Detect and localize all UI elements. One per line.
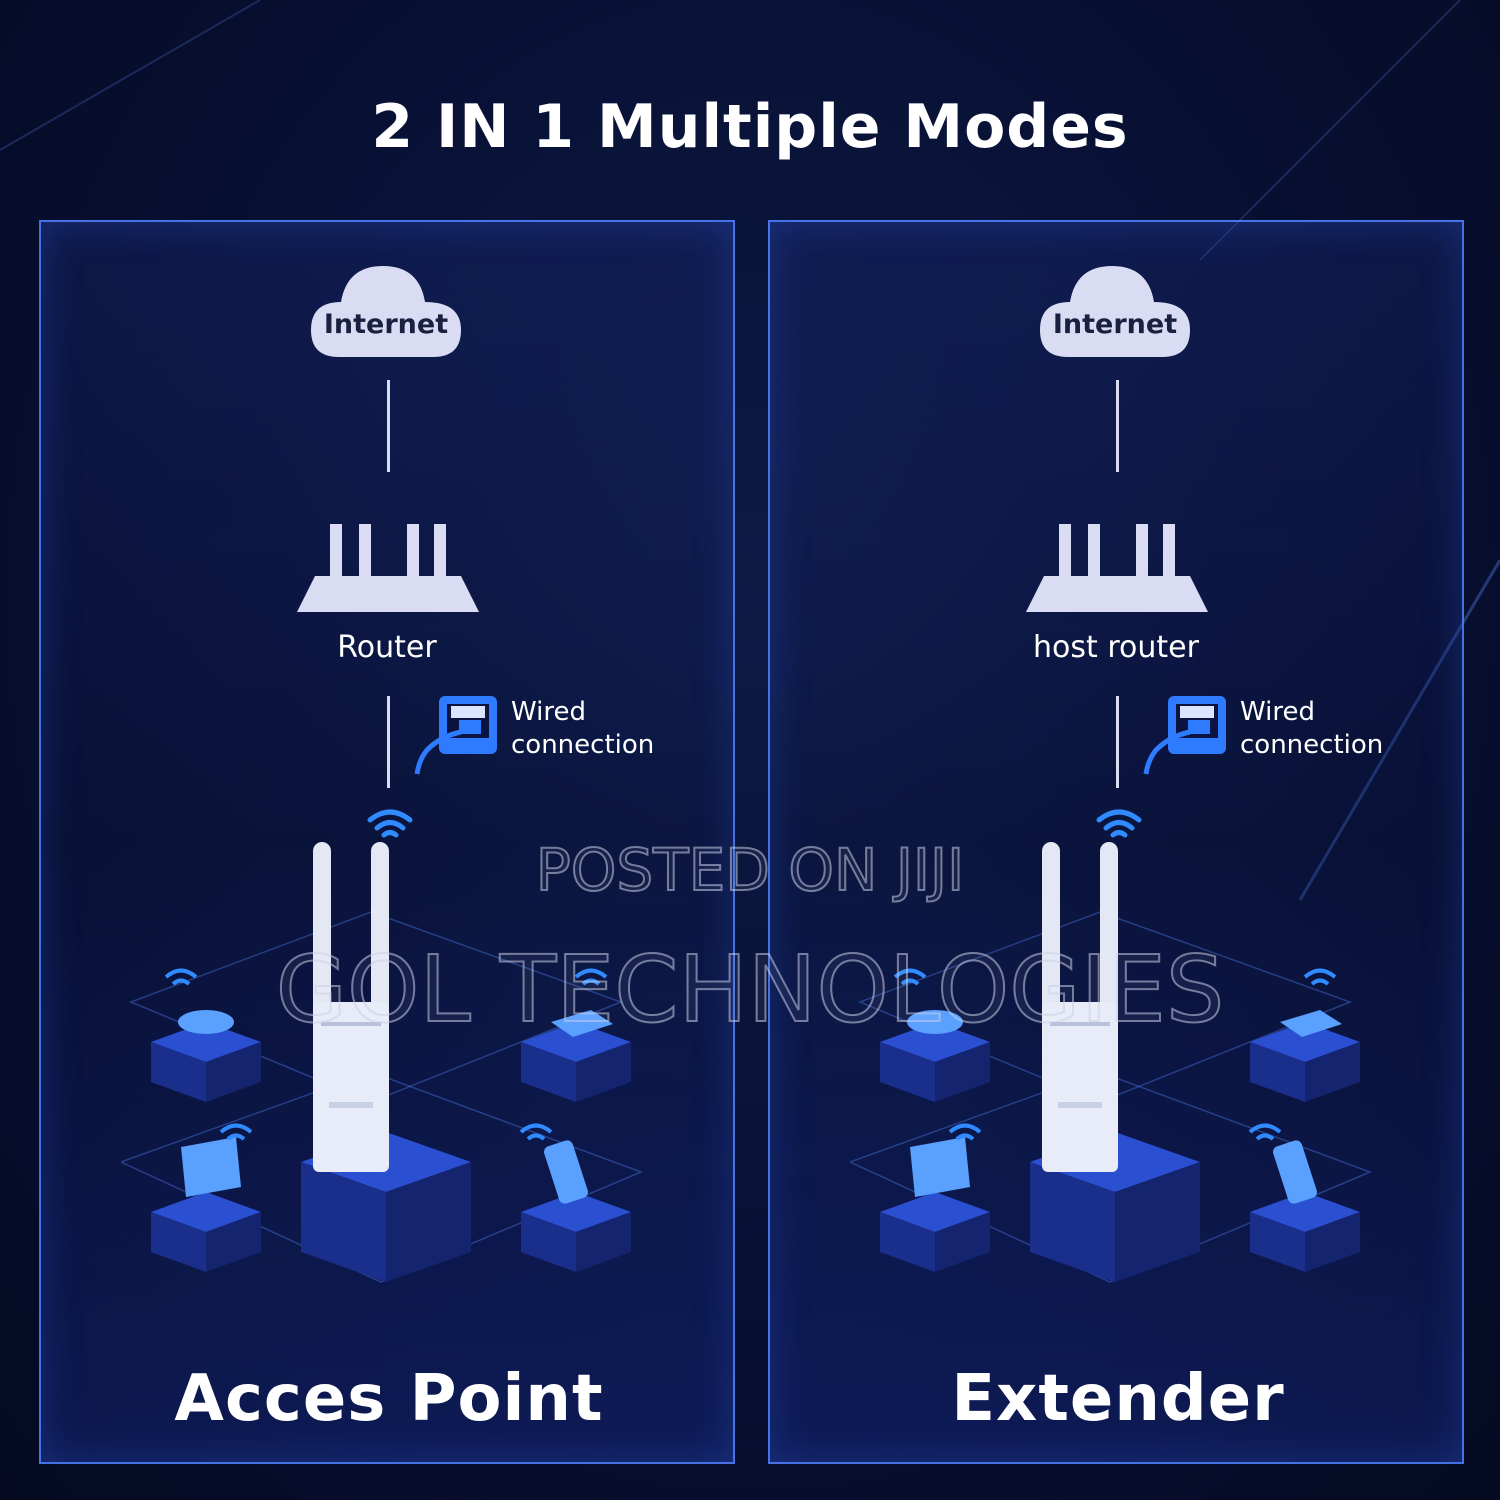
device-router-small	[1250, 968, 1360, 1102]
connector-line	[1116, 696, 1119, 788]
router-icon	[297, 524, 479, 612]
internet-label: Internet	[1052, 309, 1178, 340]
access-point-device	[313, 842, 389, 1172]
device-laptop	[151, 1123, 261, 1272]
cloud-icon	[1040, 266, 1190, 357]
panel-extender: Internet host router Wired connection	[768, 220, 1464, 1464]
wired-label-line2: connection	[511, 730, 655, 760]
device-camera	[880, 968, 990, 1102]
device-camera	[151, 968, 261, 1102]
device-router-small	[521, 968, 631, 1102]
network-scene	[121, 842, 644, 1283]
router-label: Router	[337, 630, 437, 665]
wifi-icon	[367, 809, 413, 838]
internet-label: Internet	[323, 309, 449, 340]
wired-connection-label: Wired connection	[511, 696, 654, 762]
wired-label-line1: Wired	[511, 697, 586, 727]
extender-device	[1042, 842, 1118, 1172]
connector-line	[387, 696, 390, 788]
wired-label-line1: Wired	[1240, 697, 1315, 727]
cloud-icon	[311, 266, 461, 357]
device-laptop	[880, 1123, 990, 1272]
device-phone	[1248, 1123, 1360, 1272]
pedestal	[301, 1132, 471, 1282]
mode-label-access-point: Acces Point	[174, 1362, 604, 1436]
ethernet-icon	[1143, 696, 1226, 775]
mode-label-extender: Extender	[951, 1362, 1285, 1436]
connector-line	[387, 380, 390, 472]
panel-access-point: Internet Router Wired connection	[39, 220, 735, 1464]
wired-connection-label: Wired connection	[1240, 696, 1383, 762]
ethernet-icon	[414, 696, 497, 775]
page-title: 2 IN 1 Multiple Modes	[371, 92, 1129, 162]
host-router-icon	[1026, 524, 1208, 612]
wifi-icon	[1096, 809, 1142, 838]
wired-label-line2: connection	[1240, 730, 1384, 760]
host-router-label: host router	[1033, 630, 1199, 665]
network-scene	[850, 842, 1373, 1283]
device-phone	[519, 1123, 631, 1272]
connector-line	[1116, 380, 1119, 472]
